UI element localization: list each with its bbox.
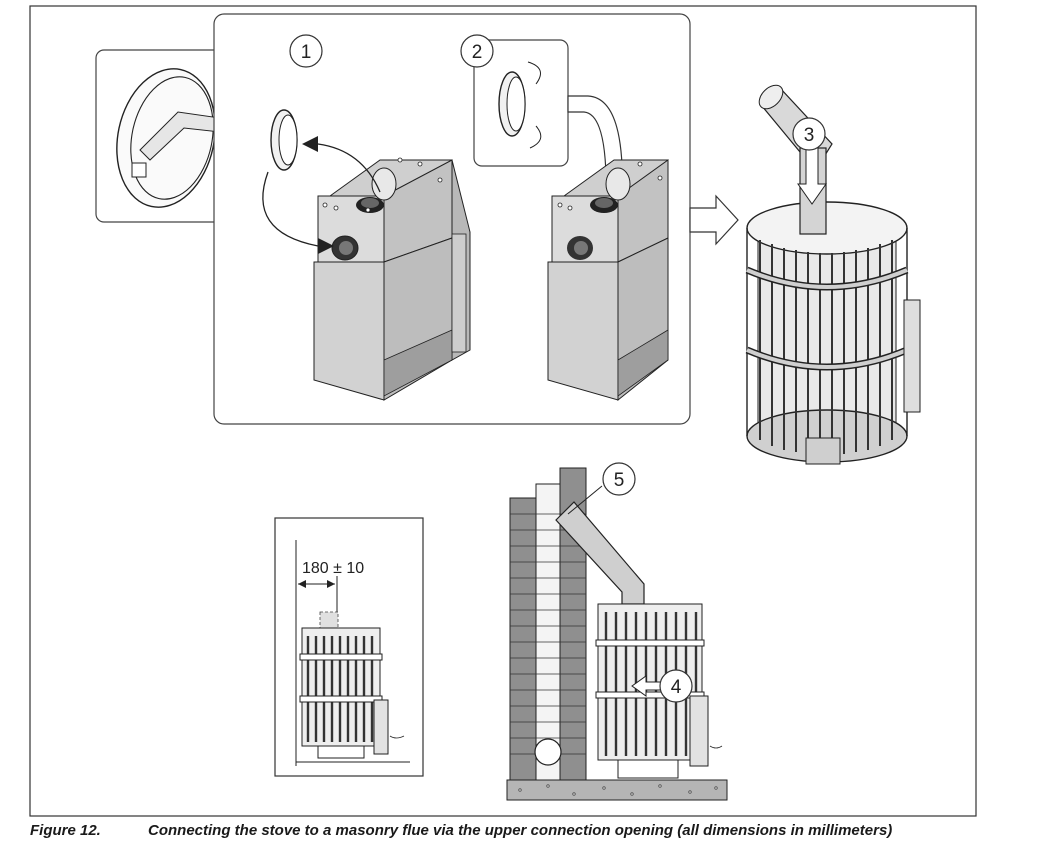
svg-text:3: 3 — [804, 125, 815, 146]
stove-body-step-2 — [547, 159, 669, 402]
stove-body-step-1 — [313, 157, 471, 401]
heater-with-flue-pipe — [745, 84, 921, 465]
callout-5: 5 — [602, 462, 636, 496]
callout-4: 4 — [659, 669, 693, 703]
arrow-head-right-icon — [318, 238, 334, 254]
curved-arrow-up-icon — [317, 143, 381, 193]
callout-3: 3 — [792, 117, 826, 151]
arrow-head-left-icon — [302, 136, 318, 152]
cleanout-opening — [534, 738, 562, 766]
clearance-dimension-panel — [274, 517, 424, 777]
hollow-arrow-right-icon — [689, 194, 739, 246]
figure-number: Figure 12. — [30, 822, 101, 839]
figure-caption: Figure 12. Connecting the stove to a maso… — [30, 822, 1020, 840]
chimney-flue-channel — [535, 483, 561, 781]
clearance-dimension-label: 180 ± 10 — [302, 560, 364, 577]
svg-text:1: 1 — [301, 42, 312, 63]
callout-2: 2 — [460, 34, 494, 68]
floor-slab — [506, 779, 728, 801]
collar-detail-panel — [95, 49, 235, 223]
ring-rotate-detail-panel — [473, 39, 569, 167]
svg-text:5: 5 — [614, 470, 625, 491]
figure-caption-text: Connecting the stove to a masonry flue v… — [148, 822, 893, 839]
curved-arrow-down-icon — [262, 171, 319, 247]
callout-1: 1 — [289, 34, 323, 68]
svg-text:4: 4 — [671, 677, 682, 698]
ring-part — [270, 109, 298, 171]
flue-insert-arrow-icon — [797, 147, 827, 205]
svg-text:2: 2 — [472, 42, 483, 63]
